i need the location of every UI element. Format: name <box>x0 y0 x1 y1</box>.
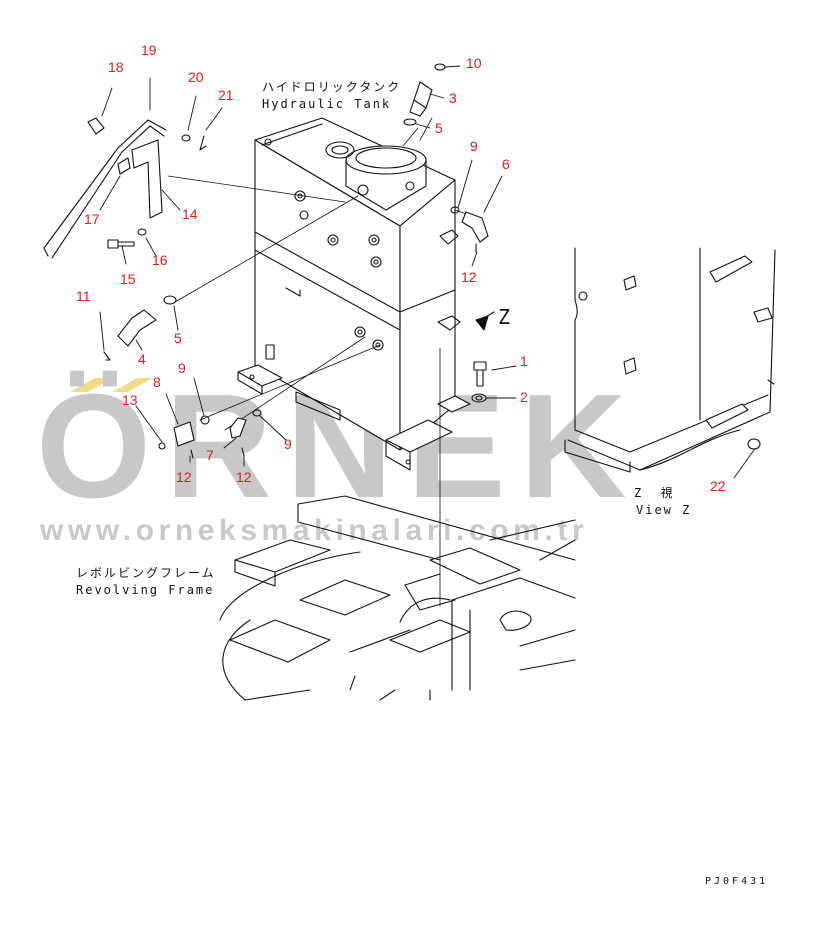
z-direction-label: Z <box>498 305 513 329</box>
watermark-accent-mark <box>70 378 112 392</box>
callout-12: 12 <box>461 269 477 285</box>
callout-22: 22 <box>710 478 726 494</box>
callout-9b: 9 <box>178 360 186 376</box>
revolving-frame <box>219 495 576 701</box>
small-parts <box>43 63 495 459</box>
callout-3: 3 <box>449 90 457 106</box>
callout-6: 6 <box>502 156 510 172</box>
callout-8: 8 <box>153 374 161 390</box>
callout-9: 9 <box>470 138 478 154</box>
callout-11: 11 <box>76 288 91 304</box>
callout-1: 1 <box>520 353 528 369</box>
frame-label-jp: レボルビングフレーム <box>76 566 216 580</box>
leader-lines <box>99 65 755 479</box>
callout-17: 17 <box>84 211 100 227</box>
callout-18: 18 <box>108 59 124 75</box>
drawing-code: PJ0F431 <box>705 876 769 887</box>
callout-4: 4 <box>138 351 146 367</box>
callout-14: 14 <box>182 206 198 222</box>
callout-16: 16 <box>152 252 168 268</box>
callout-10: 10 <box>466 55 482 71</box>
callout-5b: 5 <box>174 330 182 346</box>
hydraulic-tank <box>237 117 471 471</box>
callout-9c: 9 <box>284 436 292 452</box>
watermark-url: www.orneksmakinalari.com.tr <box>40 514 589 547</box>
callout-15: 15 <box>120 271 136 287</box>
callout-5: 5 <box>435 120 443 136</box>
callout-13: 13 <box>122 392 138 408</box>
callout-numbers: 10 3 5 9 6 12 1 2 19 18 20 21 14 17 15 1… <box>76 42 726 494</box>
callout-20: 20 <box>188 69 204 85</box>
tank-label-jp: ハイドロリックタンク <box>262 80 402 94</box>
watermark-accent-mark <box>112 378 152 392</box>
frame-label-en: Revolving Frame <box>76 583 215 597</box>
view-z-label-en: View Z <box>636 503 692 517</box>
tank-label-en: Hydraulic Tank <box>262 97 392 111</box>
callout-12c: 12 <box>236 469 252 485</box>
callout-21: 21 <box>218 87 234 103</box>
assembly-lines <box>167 117 479 607</box>
callout-12b: 12 <box>176 469 192 485</box>
view-z-label-jp: Z 視 <box>634 486 679 500</box>
callout-19: 19 <box>141 42 157 58</box>
callout-7: 7 <box>206 447 214 463</box>
callout-2: 2 <box>520 389 528 405</box>
view-z-inset <box>564 247 776 473</box>
